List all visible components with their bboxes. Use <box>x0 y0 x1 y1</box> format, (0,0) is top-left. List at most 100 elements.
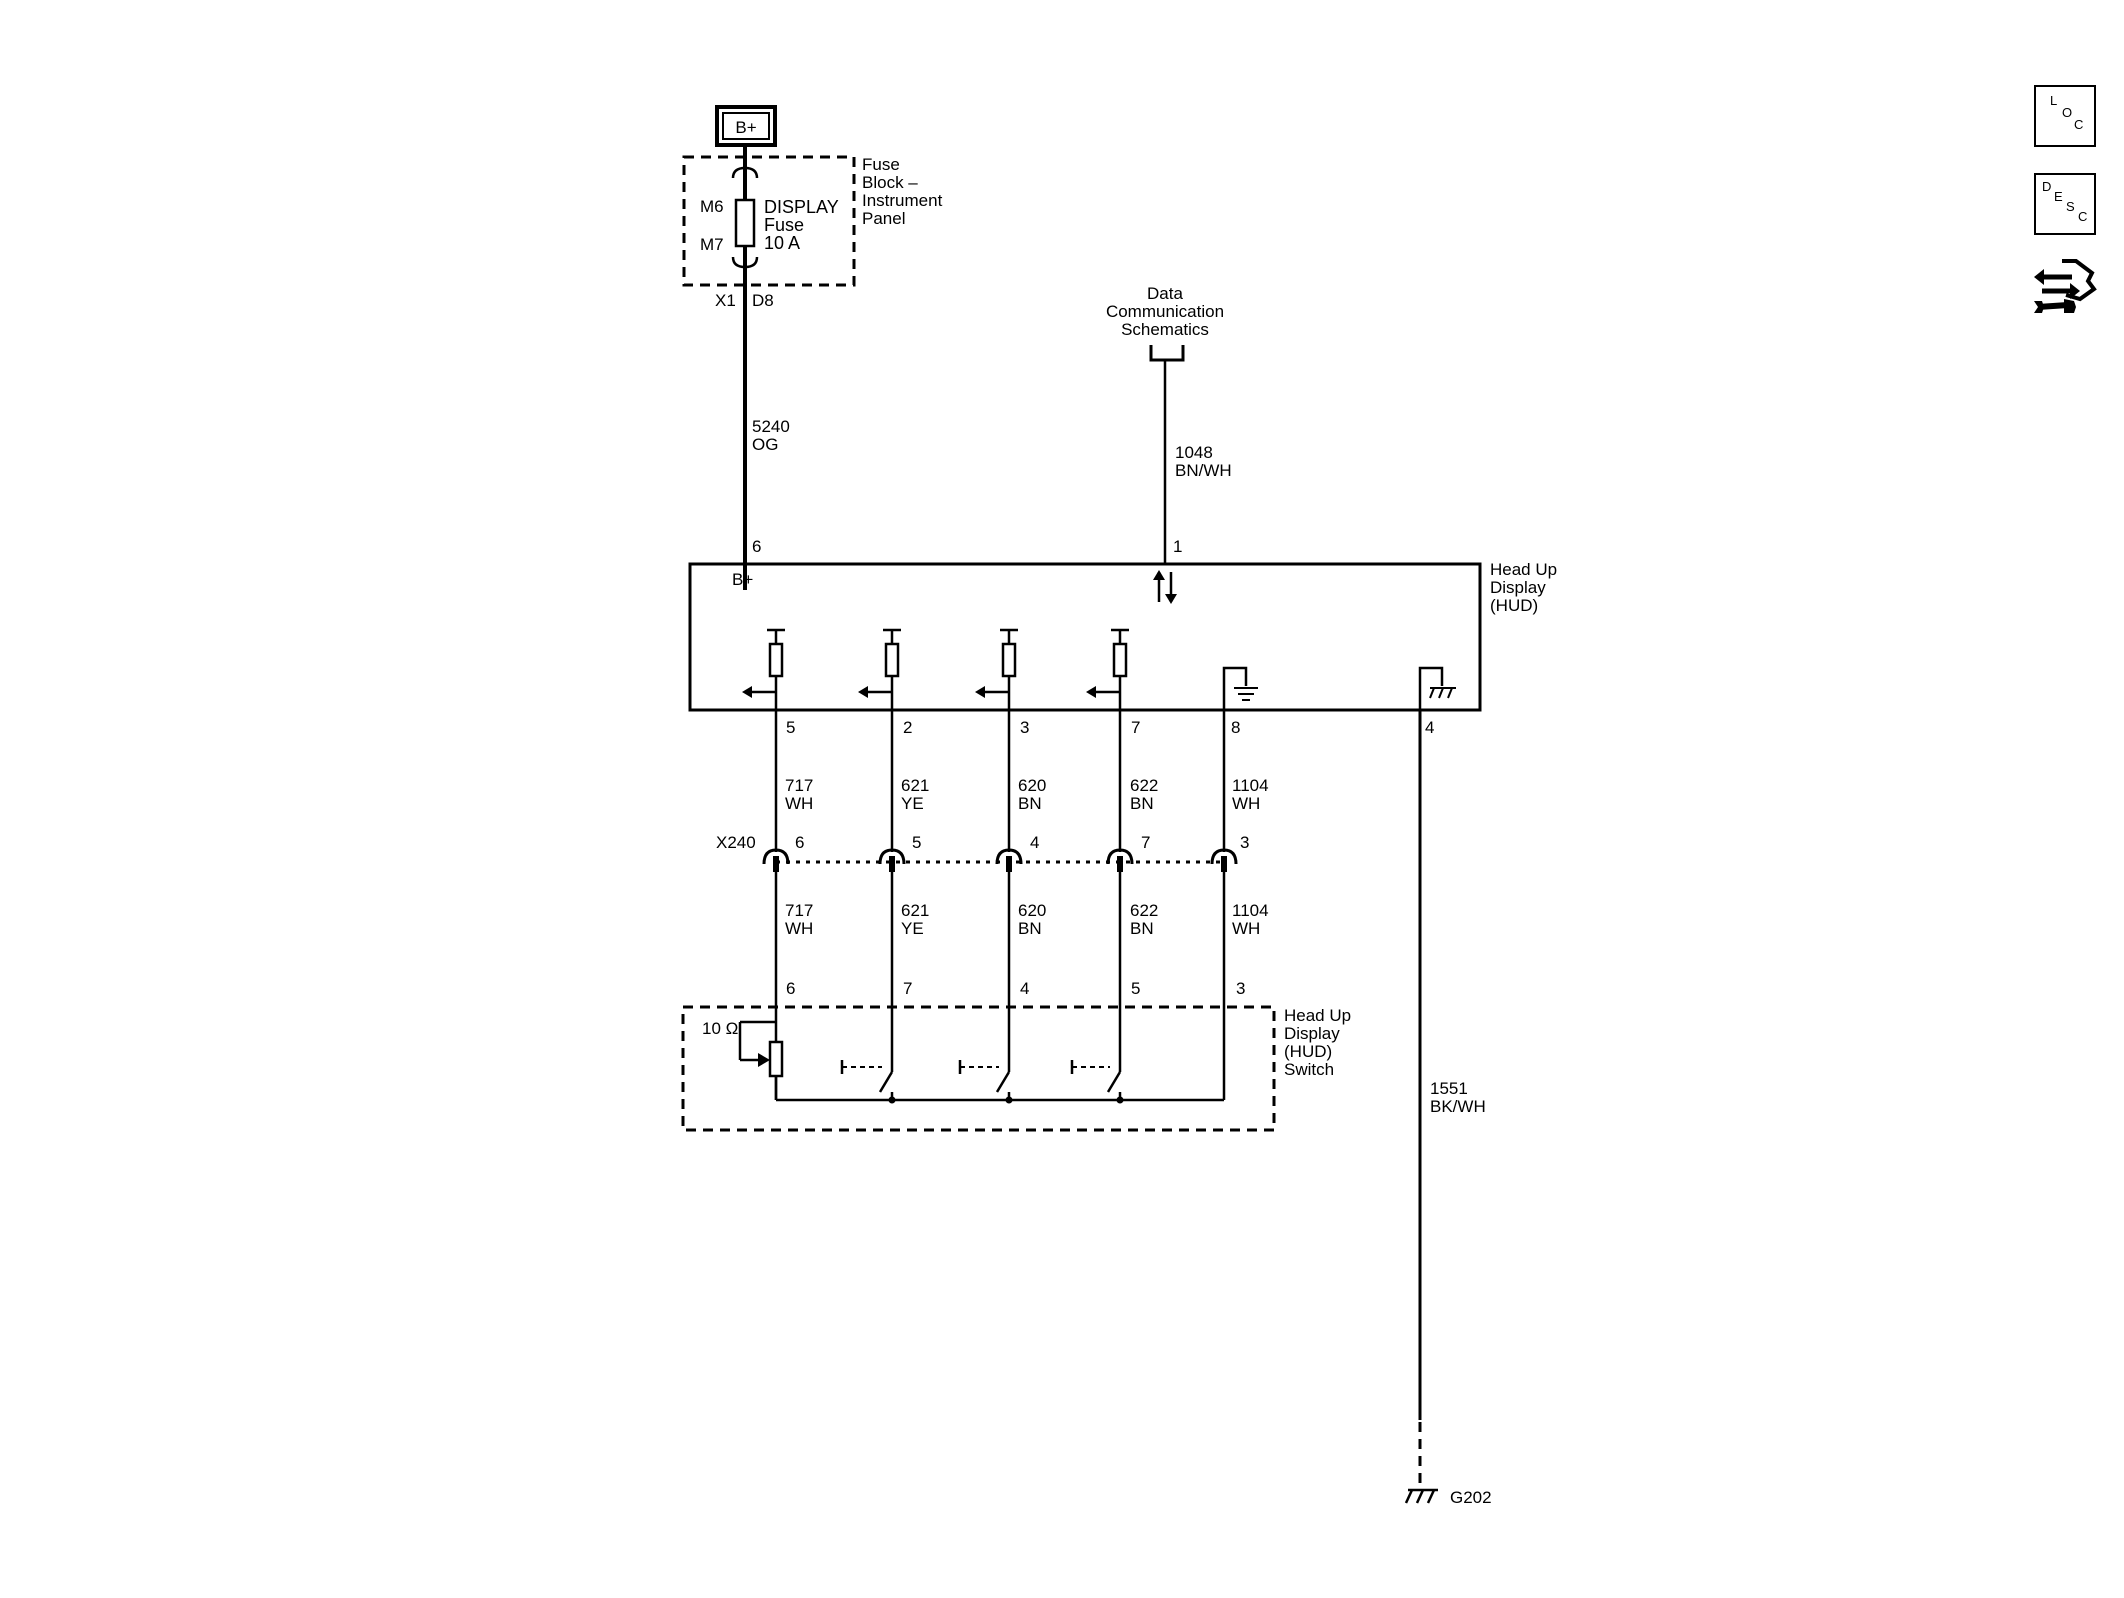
input-channel-622 <box>1086 628 1129 698</box>
data-comm-label-3: Schematics <box>1121 320 1209 339</box>
fuse-pin-bottom: M7 <box>700 235 724 254</box>
serial-data-arrows-icon <box>1153 570 1177 604</box>
x240-pin-717: 6 <box>795 833 804 852</box>
fuse-connector-d8: D8 <box>752 291 774 310</box>
wire-717-number-lower: 717 <box>785 901 813 920</box>
signal-wires <box>774 692 1226 1100</box>
power-circuit-color: OG <box>752 435 778 454</box>
wire-622-number-lower: 622 <box>1130 901 1158 920</box>
desc-letter-e: E <box>2054 189 2063 204</box>
potentiometer-value: 10 Ω <box>702 1019 738 1038</box>
hud-label-3: (HUD) <box>1490 596 1538 615</box>
fuse-pin-top: M6 <box>700 197 724 216</box>
hud-label-2: Display <box>1490 578 1546 597</box>
fuse-connector-x1: X1 <box>715 291 736 310</box>
hud-label-1: Head Up <box>1490 560 1557 579</box>
hud-switch-label-3: (HUD) <box>1284 1042 1332 1061</box>
power-circuit-number: 5240 <box>752 417 790 436</box>
fuse-block-label-4: Panel <box>862 209 905 228</box>
repair-diagnostic-icon[interactable] <box>2032 255 2102 325</box>
wire-621-color-upper: YE <box>901 794 924 813</box>
ground-wire: 1551 BK/WH G202 <box>1404 710 1492 1507</box>
ground-point-label: G202 <box>1450 1488 1492 1507</box>
switch-pin-717: 6 <box>786 979 795 998</box>
switch-pin-622: 5 <box>1131 979 1140 998</box>
input-channel-717 <box>742 628 785 698</box>
location-button[interactable]: L O C <box>2034 85 2096 147</box>
hud-switch: Head Up Display (HUD) Switch 10 Ω <box>681 1005 1351 1132</box>
fuse-block-label-3: Instrument <box>862 191 943 210</box>
fuse-name-2: Fuse <box>764 215 804 235</box>
wire-620-color-lower: BN <box>1018 919 1042 938</box>
wire-621-number-lower: 621 <box>901 901 929 920</box>
g202-ground-icon <box>1404 1488 1438 1504</box>
switch-contact-621 <box>840 1060 894 1100</box>
desc-letter-c: C <box>2078 209 2088 224</box>
loc-letter-o: O <box>2062 105 2073 120</box>
wire-621-color-lower: YE <box>901 919 924 938</box>
hud-switch-label-2: Display <box>1284 1024 1340 1043</box>
hud-pin-622: 7 <box>1131 718 1140 737</box>
x240-pin-622: 7 <box>1141 833 1150 852</box>
x240-label: X240 <box>716 833 756 852</box>
wire-620-number-lower: 620 <box>1018 901 1046 920</box>
switch-pin-1104: 3 <box>1236 979 1245 998</box>
ground-circuit-color: BK/WH <box>1430 1097 1486 1116</box>
hud-switch-label-4: Switch <box>1284 1060 1334 1079</box>
fuse-block-label-2: Block – <box>862 173 918 192</box>
ground-circuit-number: 1551 <box>1430 1079 1468 1098</box>
wire-620-color-upper: BN <box>1018 794 1042 813</box>
battery-source-label: B+ <box>735 118 756 137</box>
data-circuit-color: BN/WH <box>1175 461 1232 480</box>
low-reference-ground-icon <box>1222 666 1258 710</box>
x240-pin-1104: 3 <box>1240 833 1249 852</box>
fuse-block-label-1: Fuse <box>862 155 900 174</box>
wire-717-color-upper: WH <box>785 794 813 813</box>
hud-pin-621: 2 <box>903 718 912 737</box>
x240-pin-621: 5 <box>912 833 921 852</box>
fuse-name-3: 10 A <box>764 233 800 253</box>
wire-1104-number-upper: 1104 <box>1232 776 1269 795</box>
input-channel-620 <box>975 628 1018 698</box>
switch-contact-620 <box>958 1060 1011 1100</box>
data-circuit-number: 1048 <box>1175 443 1213 462</box>
wire-622-number-upper: 622 <box>1130 776 1158 795</box>
chassis-ground-icon <box>1418 666 1456 710</box>
desc-letter-d: D <box>2042 179 2052 194</box>
wire-622-color-lower: BN <box>1130 919 1154 938</box>
wire-621-number-upper: 621 <box>901 776 929 795</box>
wire-717-number-upper: 717 <box>785 776 813 795</box>
switch-pin-621: 7 <box>903 979 912 998</box>
power-pin: 6 <box>752 537 761 556</box>
desc-letter-s: S <box>2066 199 2075 214</box>
loc-letter-c: C <box>2074 117 2084 132</box>
x240-connector: X240 6 5 4 7 3 <box>716 833 1249 872</box>
switch-contact-622 <box>1070 1060 1122 1100</box>
data-communication: Data Communication Schematics 1048 BN/WH… <box>1106 284 1232 565</box>
hud-pin-717: 5 <box>786 718 795 737</box>
wire-620-number-upper: 620 <box>1018 776 1046 795</box>
hud-bplus: B+ <box>732 570 753 589</box>
hud-pin-ground: 4 <box>1425 718 1434 737</box>
dimmer-potentiometer: 10 Ω <box>702 1019 784 1100</box>
hud-pin-620: 3 <box>1020 718 1029 737</box>
hud-switch-label-1: Head Up <box>1284 1006 1351 1025</box>
side-navigation: L O C D E S C <box>2010 85 2097 355</box>
hud-module: B+ Head Up Display (HUD) <box>688 560 1557 712</box>
wire-1104-color-upper: WH <box>1232 794 1260 813</box>
hud-pin-1104: 8 <box>1231 718 1240 737</box>
wire-1104-number-lower: 1104 <box>1232 901 1269 920</box>
wire-622-color-upper: BN <box>1130 794 1154 813</box>
hud-input-circuits <box>742 628 1456 710</box>
loc-letter-l: L <box>2050 93 2058 108</box>
data-comm-label-1: Data <box>1147 284 1183 303</box>
display-fuse <box>734 198 756 248</box>
data-pin: 1 <box>1173 537 1182 556</box>
description-button[interactable]: D E S C <box>2034 173 2096 235</box>
wire-717-color-lower: WH <box>785 919 813 938</box>
input-channel-621 <box>858 628 901 698</box>
switch-pin-620: 4 <box>1020 979 1029 998</box>
fuse-block: M6 M7 DISPLAY Fuse 10 A Fuse Block – Ins… <box>682 145 943 590</box>
x240-pin-620: 4 <box>1030 833 1039 852</box>
